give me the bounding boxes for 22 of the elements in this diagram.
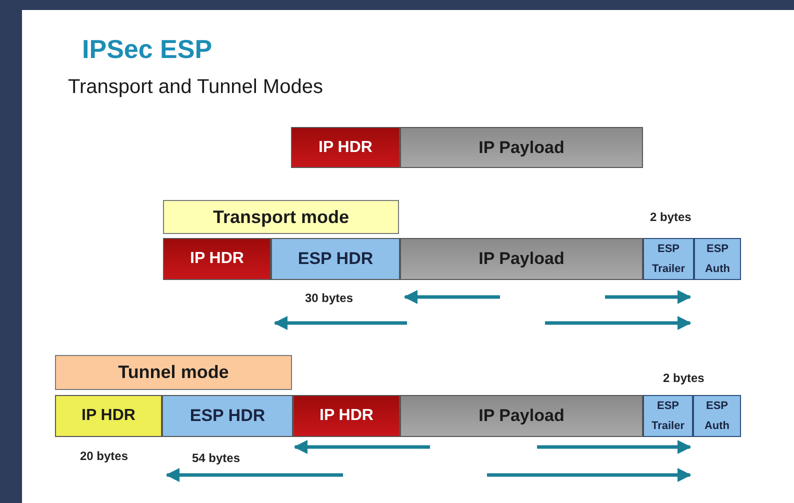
size-label: 2 bytes: [650, 209, 692, 226]
size-label: 20 bytes: [80, 448, 128, 465]
packet-field: IP HDR: [293, 395, 400, 437]
slide-title: IPSec ESP: [82, 33, 212, 66]
subtitle: Transport and Tunnel Modes: [68, 75, 323, 100]
size-label: 54 bytes: [192, 450, 240, 467]
size-label: 30 bytes: [305, 290, 354, 307]
packet-field: ESP Auth: [694, 238, 741, 280]
mode-heading-box: Tunnel mode: [55, 355, 292, 390]
packet-field: ESP HDR: [162, 395, 293, 437]
packet-field: ESP HDR: [271, 238, 400, 280]
mode-heading-box: Transport mode: [163, 200, 399, 234]
packet-field: IP Payload: [400, 395, 643, 437]
packet-field: IP HDR: [291, 127, 400, 168]
size-label: 2 bytes: [663, 370, 704, 387]
packet-field: ESP Trailer: [643, 238, 694, 280]
packet-field: IP Payload: [400, 127, 643, 168]
packet-field: IP HDR: [163, 238, 271, 280]
packet-field: IP Payload: [400, 238, 643, 280]
packet-field: ESP Auth: [693, 395, 741, 437]
packet-field: ESP Trailer: [643, 395, 693, 437]
packet-field: IP HDR: [55, 395, 162, 437]
